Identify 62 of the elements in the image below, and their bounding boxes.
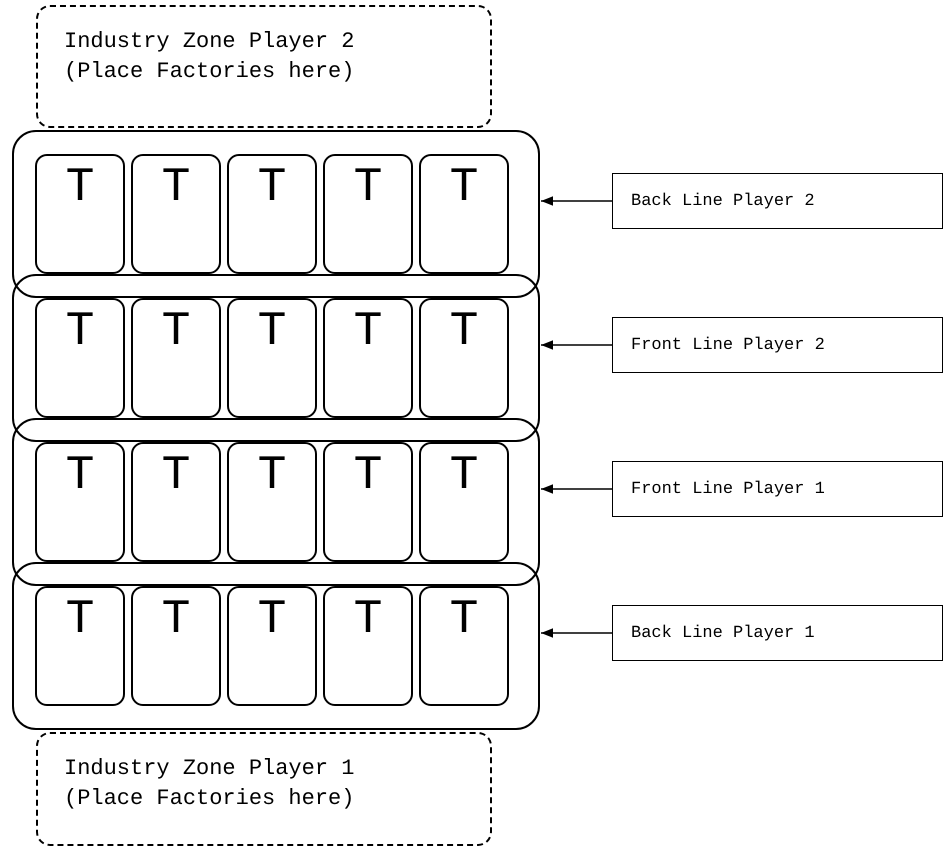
tile-letter: T <box>258 310 286 354</box>
zone-text: Industry Zone Player 2 <box>64 28 354 56</box>
tile-card <box>323 298 413 418</box>
tile-card <box>323 154 413 274</box>
tile-letter: T <box>354 598 382 642</box>
tile-letter: T <box>162 454 190 498</box>
tile-letter: T <box>258 598 286 642</box>
tile-letter: T <box>450 454 478 498</box>
tile-card <box>35 586 125 706</box>
zone-text: (Place Factories here) <box>64 58 354 86</box>
tile-letter: T <box>354 310 382 354</box>
tile-letter: T <box>354 166 382 210</box>
line-label: Front Line Player 1 <box>631 480 825 498</box>
tile-letter: T <box>258 454 286 498</box>
tile-card <box>419 298 509 418</box>
tile-card <box>131 586 221 706</box>
dashed-zone-box <box>36 5 492 128</box>
tile-letter: T <box>450 598 478 642</box>
tile-card <box>227 586 317 706</box>
tile-letter: T <box>450 166 478 210</box>
tile-letter: T <box>66 454 94 498</box>
tile-card <box>35 442 125 562</box>
tile-letter: T <box>66 166 94 210</box>
line-label: Front Line Player 2 <box>631 336 825 354</box>
tile-letter: T <box>66 598 94 642</box>
tile-letter: T <box>354 454 382 498</box>
tile-card <box>35 154 125 274</box>
dashed-zone-box <box>36 732 492 846</box>
tile-card <box>131 154 221 274</box>
tile-card <box>419 154 509 274</box>
tile-letter: T <box>162 166 190 210</box>
row-panel <box>12 418 540 586</box>
row-panel <box>12 130 540 298</box>
label-box <box>612 461 943 517</box>
tile-card <box>227 298 317 418</box>
tile-letter: T <box>258 166 286 210</box>
tile-letter: T <box>162 598 190 642</box>
tile-card <box>227 442 317 562</box>
tile-card <box>35 298 125 418</box>
zone-text: (Place Factories here) <box>64 785 354 813</box>
arrow <box>541 196 612 206</box>
line-label: Back Line Player 2 <box>631 192 815 210</box>
row-panel <box>12 562 540 730</box>
label-box <box>612 173 943 229</box>
arrow <box>541 628 612 638</box>
tile-card <box>419 586 509 706</box>
tile-letter: T <box>66 310 94 354</box>
tile-letter: T <box>450 310 478 354</box>
zone-text: Industry Zone Player 1 <box>64 755 354 783</box>
label-box <box>612 317 943 373</box>
line-label: Back Line Player 1 <box>631 624 815 642</box>
tile-card <box>419 442 509 562</box>
arrow <box>541 484 612 494</box>
tile-letter: T <box>162 310 190 354</box>
tile-card <box>323 442 413 562</box>
row-panel <box>12 274 540 442</box>
arrow <box>541 340 612 350</box>
tile-card <box>131 442 221 562</box>
tile-card <box>227 154 317 274</box>
label-box <box>612 605 943 661</box>
tile-card <box>131 298 221 418</box>
tile-card <box>323 586 413 706</box>
